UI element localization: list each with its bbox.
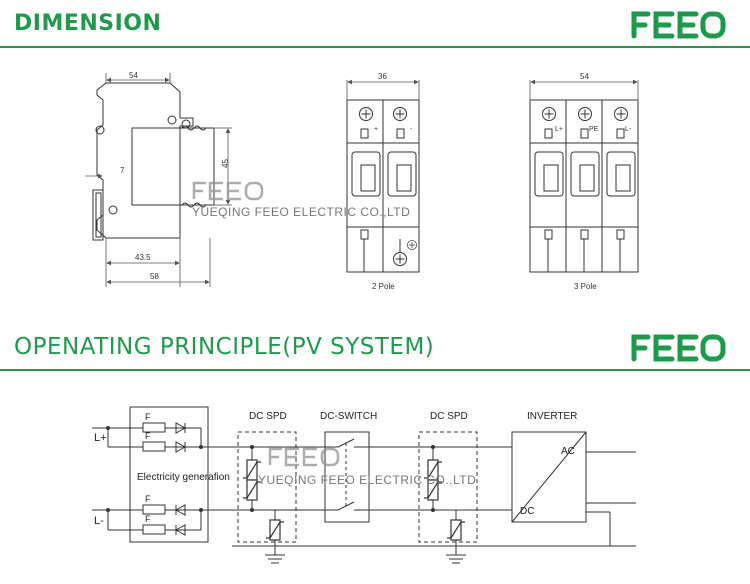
junction-dots: [106, 426, 435, 512]
line-plus-label: L+: [94, 432, 107, 444]
switch-label: DC-SWITCH: [320, 411, 377, 422]
watermark-company: YUEQING FEEO ELECTRIC CO.,LTD: [192, 205, 410, 219]
spd1-label: DC SPD: [249, 411, 287, 422]
two-pole-terminal-minus: -: [410, 126, 413, 133]
two-pole-caption: 2 Pole: [372, 282, 395, 291]
feeo-logo: [631, 11, 726, 39]
dim-side-base: 43.5: [135, 253, 151, 262]
header-rule: [0, 369, 750, 371]
principle-header: OPENATING PRINCIPLE(PV SYSTEM): [0, 323, 750, 375]
dim-three-pole-width: 54: [580, 72, 589, 81]
line-minus-label: L-: [94, 515, 104, 527]
fuse-label: F: [145, 431, 151, 441]
watermark-logo: [268, 447, 340, 467]
fuse-label: F: [145, 494, 151, 504]
header-rule: [0, 46, 750, 48]
three-pole-caption: 3 Pole: [574, 282, 597, 291]
side-view-drawing: [92, 73, 232, 287]
pv-schematic: [92, 406, 636, 564]
three-pole-terminal-pe: PE: [589, 126, 599, 133]
fuse-label: F: [145, 514, 151, 524]
ac-label: AC: [561, 446, 575, 457]
spd2-label: DC SPD: [430, 411, 468, 422]
two-pole-drawing: [346, 80, 420, 273]
inverter-label: INVERTER: [527, 411, 577, 422]
three-pole-drawing: [529, 80, 639, 273]
watermark-logo: [192, 181, 264, 201]
generation-label: Electricity generafion: [137, 472, 230, 483]
dimension-header: DIMENSION: [0, 0, 750, 52]
fuse-label: F: [145, 412, 151, 422]
watermark-company: YUEQING FEEO ELECTRIC CO.,LTD: [258, 473, 476, 487]
three-pole-terminal-l-minus: L-: [625, 126, 632, 133]
principle-title: OPENATING PRINCIPLE(PV SYSTEM): [14, 334, 435, 360]
dim-two-pole-width: 36: [378, 72, 387, 81]
dimension-title: DIMENSION: [14, 11, 162, 36]
dim-side-offset: 7: [120, 166, 125, 175]
dim-side-total: 58: [150, 272, 159, 281]
dim-side-height: 45: [221, 159, 230, 168]
dc-label: DC: [520, 506, 534, 517]
side-view-dimensions: [85, 77, 231, 285]
feeo-logo: [631, 334, 726, 362]
two-pole-terminal-plus: +: [374, 126, 378, 133]
three-pole-terminal-l-plus: L+: [555, 126, 563, 133]
dim-side-top: 54: [129, 71, 138, 80]
